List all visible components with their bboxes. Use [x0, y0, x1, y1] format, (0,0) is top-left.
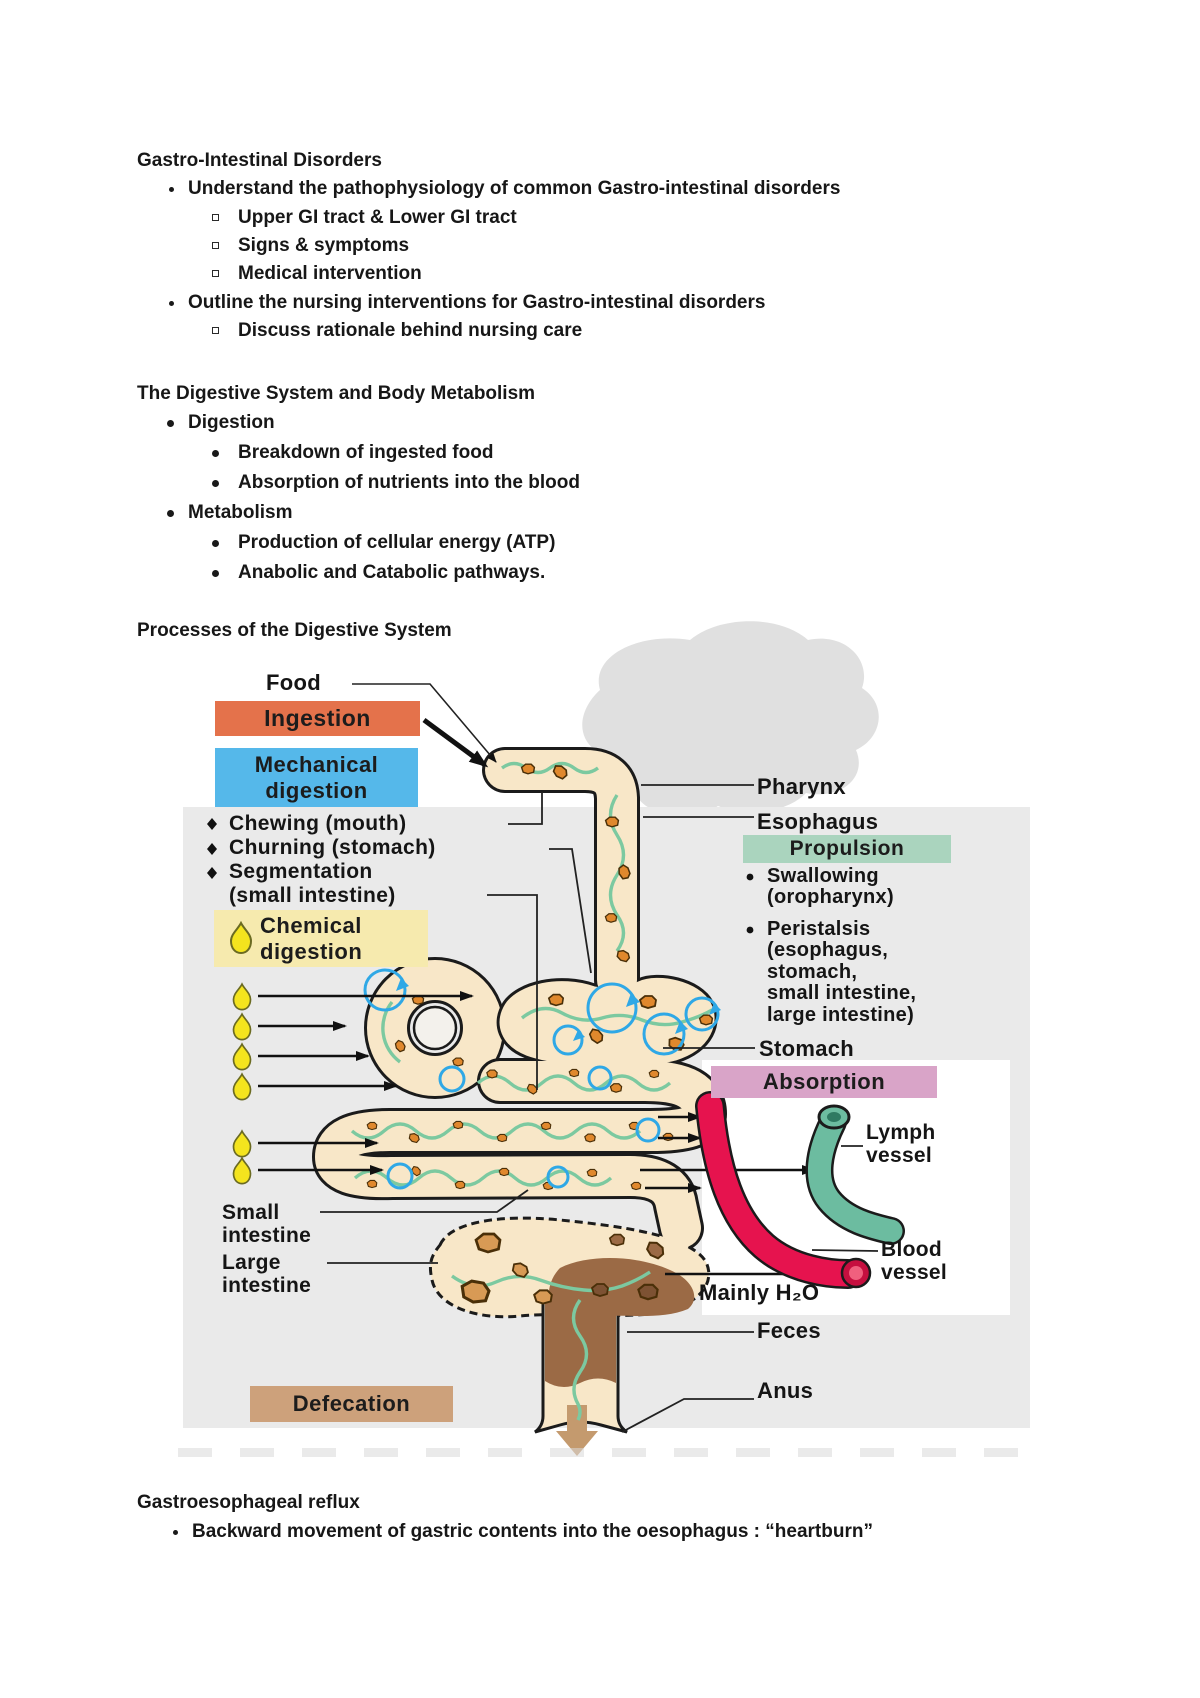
- list-item: Digestion: [167, 412, 275, 433]
- lymph-vessel-shape: [805, 1104, 905, 1245]
- defecation-arrow: [556, 1405, 598, 1456]
- chemical-label-line2: digestion: [260, 938, 363, 964]
- list-item: Upper GI tract & Lower GI tract: [212, 207, 517, 228]
- defecation-box: Defecation: [250, 1386, 453, 1422]
- label-stomach: Stomach: [759, 1036, 855, 1061]
- feces-in-rectum: [545, 1300, 616, 1388]
- label-pharynx: Pharynx: [757, 774, 846, 799]
- list-item: Medical intervention: [212, 263, 422, 284]
- mechanical-label-line2: digestion: [265, 777, 368, 803]
- label-large-intestine: Large intestine: [222, 1251, 312, 1297]
- ingestion-label: Ingestion: [264, 705, 371, 731]
- label-mainly-h2o: Mainly H₂O: [699, 1280, 820, 1305]
- list-item: Backward movement of gastric contents in…: [173, 1521, 873, 1542]
- figure-caption-illegible: [178, 1448, 1028, 1457]
- mechanical-label-line1: Mechanical: [254, 751, 379, 777]
- list-item: Anabolic and Catabolic pathways.: [211, 562, 546, 583]
- swallowing-item: Swallowing (oropharynx): [767, 865, 894, 909]
- peristalsis-item: Peristalsis (esophagus, stomach, small i…: [767, 918, 917, 1026]
- figure-heading: Processes of the Digestive System: [137, 620, 452, 641]
- label-anus: Anus: [757, 1378, 814, 1403]
- label-esophagus: Esophagus: [757, 809, 879, 834]
- head-silhouette: [582, 621, 879, 816]
- list-item: Absorption of nutrients into the blood: [212, 472, 580, 493]
- defecation-label: Defecation: [292, 1391, 411, 1416]
- list-item: Production of cellular energy (ATP): [211, 532, 556, 553]
- label-lymph-vessel: Lymph vessel: [866, 1121, 936, 1167]
- section1-title: Gastro-Intestinal Disorders: [137, 150, 382, 171]
- list-item: Discuss rationale behind nursing care: [211, 320, 583, 341]
- diagram-list-bullets: [207, 818, 754, 934]
- ingestion-box: Ingestion: [215, 701, 420, 736]
- blood-vessel-shape: [695, 1091, 872, 1289]
- list-item: Outline the nursing interventions for Ga…: [168, 292, 766, 313]
- ingestion-arrow: [422, 717, 489, 768]
- chemical-digestion-box: Chemical digestion: [214, 910, 428, 967]
- label-small-intestine: Small intestine: [222, 1201, 312, 1247]
- label-food: Food: [266, 670, 321, 695]
- absorption-box: Absorption: [711, 1066, 937, 1098]
- churning-swirls: [363, 968, 721, 1190]
- label-feces: Feces: [757, 1318, 821, 1343]
- droplet-icon: [229, 921, 253, 955]
- list-item: Understand the pathophysiology of common…: [168, 178, 841, 199]
- chemical-label-line1: Chemical: [260, 912, 362, 938]
- list-item: Signs & symptoms: [211, 235, 410, 256]
- label-blood-vessel: Blood vessel: [881, 1238, 948, 1284]
- absorption-label: Absorption: [762, 1069, 886, 1094]
- list-item: Metabolism: [167, 502, 293, 523]
- propulsion-box: Propulsion: [743, 835, 951, 863]
- mechanical-digestion-list: Chewing (mouth) Churning (stomach) Segme…: [229, 812, 436, 907]
- flow-arrows: [258, 991, 816, 1279]
- pointer-lines: [320, 683, 879, 1433]
- section3-title: Gastroesophageal reflux: [137, 1492, 360, 1513]
- list-item: Breakdown of ingested food: [211, 442, 494, 463]
- propulsion-label: Propulsion: [789, 837, 905, 860]
- mechanical-digestion-box: Mechanical digestion: [215, 748, 418, 807]
- section2-title: The Digestive System and Body Metabolism: [137, 383, 536, 404]
